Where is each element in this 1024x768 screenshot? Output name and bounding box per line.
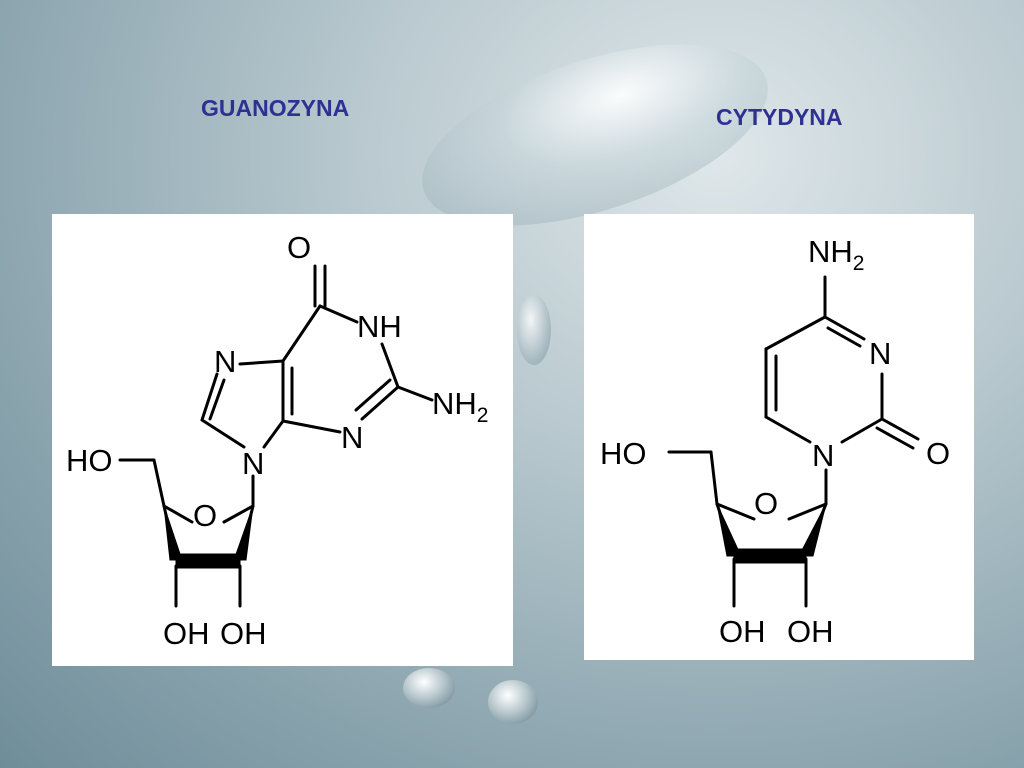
guanosine-n9: N: [242, 446, 264, 481]
guanosine-oh-right: OH: [220, 616, 267, 651]
guanosine-title: GUANOZYNA: [201, 95, 350, 121]
cytidine-wedge-right: [798, 503, 827, 557]
guanosine-n7: N: [214, 344, 236, 379]
cytidine-n1: N: [812, 438, 834, 473]
cytidine-ho: HO: [600, 436, 647, 471]
guanosine-nh: NH: [357, 309, 402, 344]
guanosine-bold-bond: [175, 553, 241, 569]
water-drop-small-2: [488, 680, 538, 724]
water-drop-small-3: [517, 295, 551, 365]
cytidine-o-carbonyl: O: [926, 436, 950, 471]
cytidine-structure-diagram: NH2 N N O HO O OH OH: [600, 234, 950, 649]
cytidine-nh2-main: NH: [808, 234, 853, 269]
guanosine-nh2-sub: 2: [477, 404, 489, 427]
guanosine-wedge-left: [163, 505, 183, 561]
guanosine-bonds: [118, 264, 434, 608]
guanosine-structure-panel: O NH N NH2 N N HO O OH OH: [52, 214, 513, 666]
guanosine-o-carbonyl: O: [287, 230, 311, 265]
cytidine-o-ring: O: [754, 486, 778, 521]
guanosine-structure-diagram: O NH N NH2 N N HO O OH OH: [66, 230, 488, 651]
cytidine-structure-panel: NH2 N N O HO O OH OH: [584, 214, 974, 660]
cytidine-oh-left: OH: [719, 614, 766, 649]
cytidine-title: CYTYDYNA: [716, 104, 843, 130]
cytidine-oh-right: OH: [787, 614, 834, 649]
cytidine-wedge-left: [716, 503, 742, 557]
cytidine-nh2: NH2: [808, 234, 864, 275]
guanosine-wedge-right: [233, 505, 254, 561]
cytidine-n3: N: [869, 336, 891, 371]
guanosine-o-ring: O: [193, 498, 217, 533]
guanosine-oh-left: OH: [163, 616, 210, 651]
water-drop-small-1: [403, 668, 455, 708]
guanosine-n3: N: [341, 420, 363, 455]
guanosine-nh2-main: NH: [432, 386, 477, 421]
guanosine-ho: HO: [66, 443, 113, 478]
guanosine-nh2: NH2: [432, 386, 488, 427]
cytidine-nh2-sub: 2: [853, 252, 865, 275]
cytidine-bold-bond: [733, 548, 807, 564]
